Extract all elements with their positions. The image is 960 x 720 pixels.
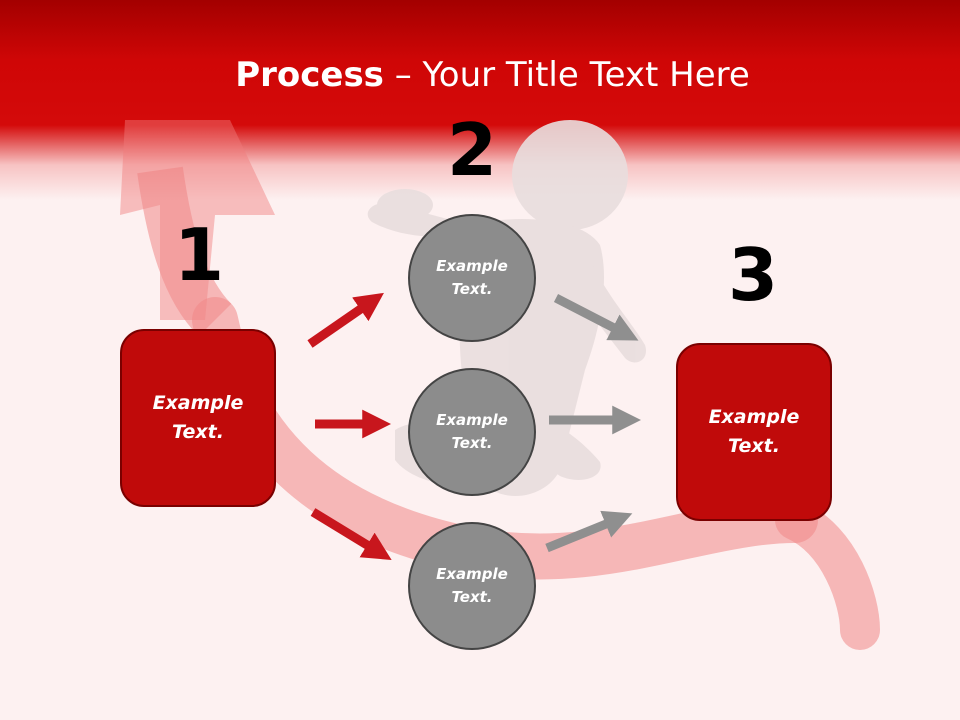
circle-top: Example Text. — [408, 214, 536, 342]
circle-bottom: Example Text. — [408, 522, 536, 650]
step-number-2: 2 — [446, 108, 498, 192]
circle-middle: Example Text. — [408, 368, 536, 496]
title-rest: – Your Title Text Here — [383, 55, 750, 95]
slide-title: Process – Your Title Text Here — [0, 52, 960, 98]
step-number-1: 1 — [173, 213, 225, 297]
gray-arrow-top — [553, 294, 639, 341]
title-bold: Process — [235, 55, 384, 95]
red-arrow-down — [310, 508, 392, 561]
step-1-box: Example Text. — [120, 329, 276, 507]
step-number-3: 3 — [727, 233, 779, 317]
red-arrow-up — [307, 292, 384, 348]
header-band — [0, 0, 960, 200]
step-3-box: Example Text. — [676, 343, 832, 521]
gray-arrow-bottom — [545, 510, 633, 553]
